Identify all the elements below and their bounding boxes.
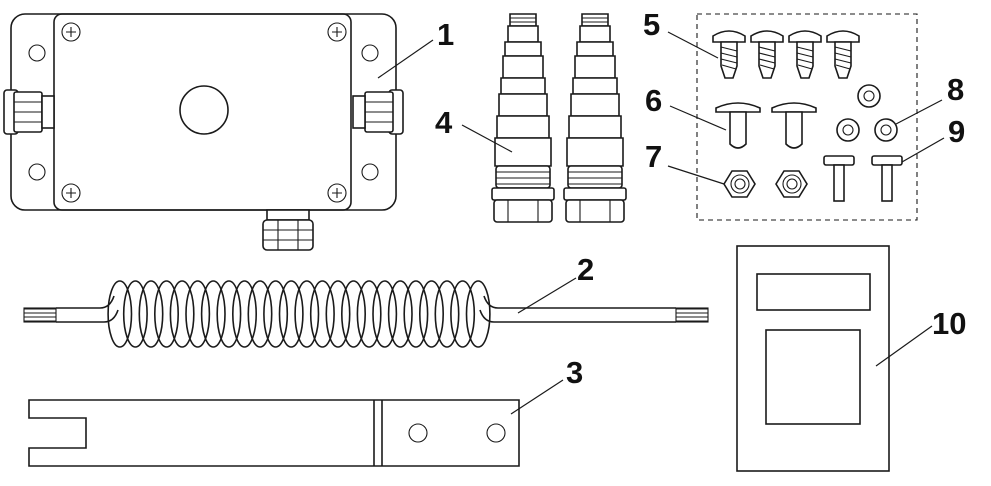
part-number-2: 2 [577,252,594,287]
cable-coil-loop [169,280,195,348]
part-number-10: 10 [932,306,966,341]
cable-coil-loop [418,280,444,348]
cable-coil-loop [278,280,304,348]
cable-coil-loop [387,280,413,348]
cable-coil-loop [247,280,273,348]
part-number-4: 4 [435,105,453,140]
t-bolt-icon [823,155,903,202]
junction-box-icon [3,13,434,251]
cable-coil-loop [465,280,491,348]
cable-coil-loop [154,280,180,348]
part-number-5: 5 [643,7,660,42]
cable-coil-loop [450,280,476,348]
part-number-3: 3 [566,355,583,390]
washer-icon [836,84,898,142]
mounting-bracket-icon [28,379,564,467]
cable-coil-loop [185,280,211,348]
cable-coil-loop [340,280,366,348]
part-number-8: 8 [947,72,964,107]
cable-coil-loop [372,280,398,348]
cable-coil-loop [309,280,335,348]
cable-coil-loop [216,280,242,348]
cable-coil-loop [403,280,429,348]
part-number-7: 7 [645,139,662,174]
self-tapping-screw-icon [712,30,860,79]
cable-coil-loop [294,280,320,348]
rivet-icon [715,102,817,149]
cable-coil-loop [107,280,133,348]
hex-nut-icon [723,170,808,198]
part-number-9: 9 [948,114,965,149]
instruction-card-icon [736,245,933,472]
cable-gland-icon [491,13,627,223]
part-number-6: 6 [645,83,662,118]
cable-coil-loop [138,280,164,348]
part-number-1: 1 [437,17,454,52]
cable-coil-loop [325,280,351,348]
cable-coil-loop [263,280,289,348]
cable-coil-loop [200,280,226,348]
coiled-cable-icon [23,277,709,348]
cable-coil-loop [232,280,258,348]
cable-coil-loop [356,280,382,348]
cable-coil-loop [434,280,460,348]
cable-coil-loop [122,280,148,348]
